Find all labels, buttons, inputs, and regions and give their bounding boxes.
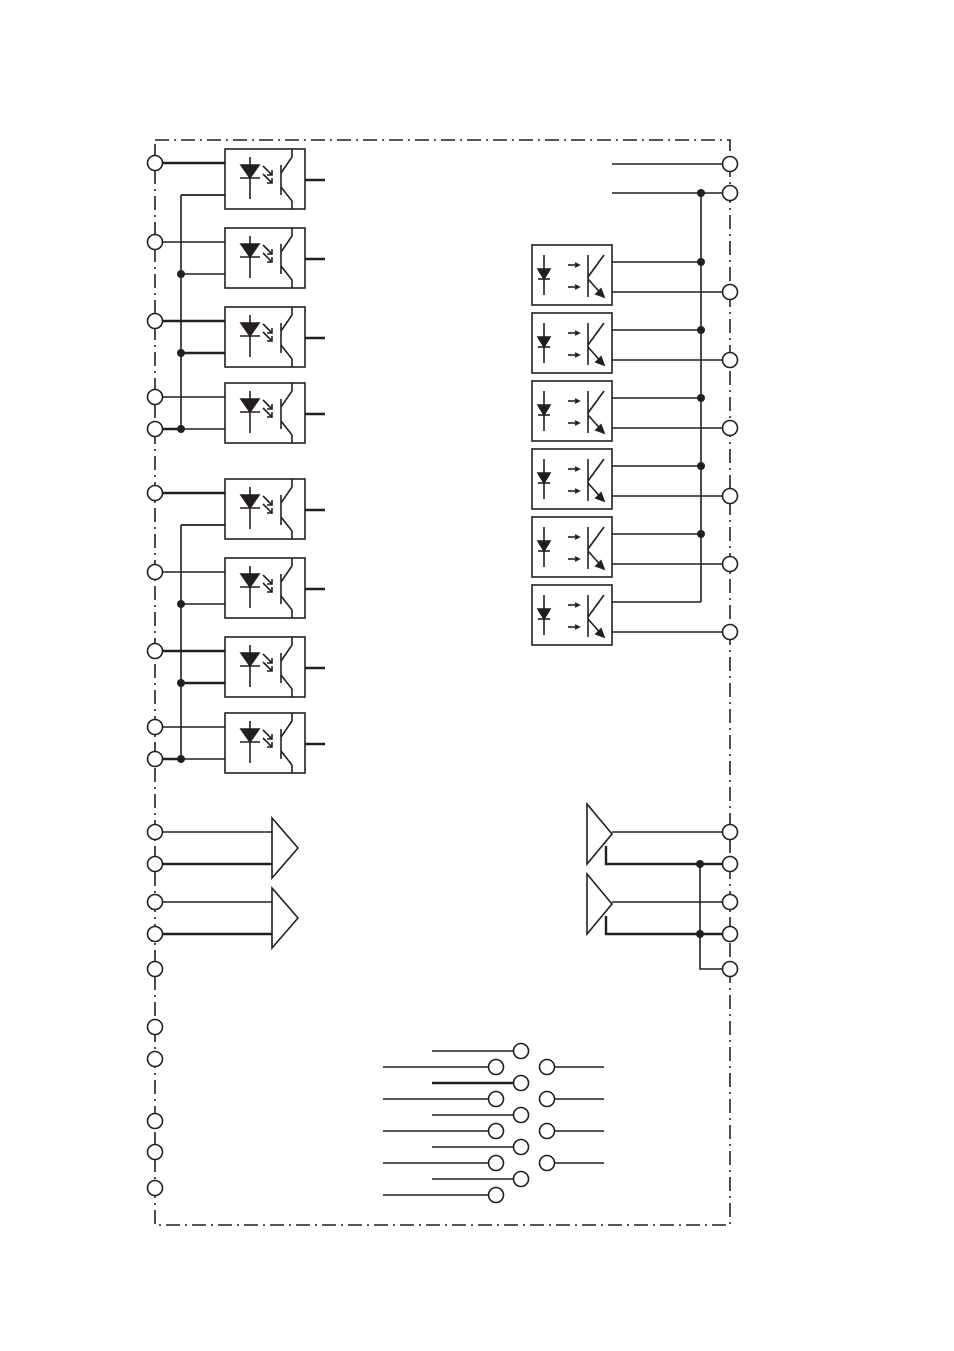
optocoupler-icon-0 — [225, 149, 325, 209]
optocoupler-body — [225, 479, 305, 539]
analog-inputs — [148, 818, 299, 948]
analog-common-bus — [700, 864, 730, 969]
terminal-icon — [148, 1145, 163, 1160]
analog-out-return — [606, 846, 730, 864]
terminal-icon — [723, 285, 738, 300]
optocoupler-icon-6 — [225, 637, 325, 697]
terminal-icon — [148, 486, 163, 501]
terminal-icon — [723, 557, 738, 572]
terminal-icon — [148, 235, 163, 250]
optocoupler-icon-3 — [225, 383, 325, 443]
optocoupler-body — [225, 149, 305, 209]
optocoupler-icon-4 — [225, 479, 325, 539]
terminal-icon — [489, 1156, 504, 1171]
terminal-icon — [148, 857, 163, 872]
amplifier-icon — [272, 888, 298, 948]
terminal-icon — [723, 353, 738, 368]
amplifier-icon — [587, 804, 612, 864]
optocoupler-body — [225, 307, 305, 367]
optocoupler-output-icon-2 — [532, 381, 612, 441]
connector-bank — [383, 1044, 604, 1203]
optocoupler-icon-7 — [225, 713, 325, 773]
optocoupler-body — [225, 228, 305, 288]
terminal-icon — [540, 1060, 555, 1075]
terminal-icon — [723, 895, 738, 910]
terminal-icon — [148, 156, 163, 171]
terminal-icon — [148, 1181, 163, 1196]
optocoupler-body — [225, 713, 305, 773]
optocoupler-output-icon-5 — [532, 585, 612, 645]
optocoupler-icon-5 — [225, 558, 325, 618]
optocoupler-output-icon-0 — [532, 245, 612, 305]
terminal-icon — [723, 927, 738, 942]
terminal-icon — [723, 489, 738, 504]
optocoupler-icon-2 — [225, 307, 325, 367]
amplifier-icon — [272, 818, 298, 878]
terminal-icon — [540, 1124, 555, 1139]
terminal-icon — [148, 1114, 163, 1129]
terminal-icon — [148, 752, 163, 767]
terminal-icon — [148, 962, 163, 977]
terminal-icon — [148, 422, 163, 437]
optocoupler-output-icon-4 — [532, 517, 612, 577]
optocoupler-body — [225, 637, 305, 697]
terminal-icon — [489, 1060, 504, 1075]
optocoupler-body — [225, 558, 305, 618]
amplifier-icon — [587, 874, 612, 934]
terminal-icon — [723, 962, 738, 977]
terminal-icon — [514, 1140, 529, 1155]
terminal-icon — [148, 895, 163, 910]
digital-inputs — [148, 149, 326, 773]
terminal-icon — [489, 1188, 504, 1203]
optocoupler-output-icon-1 — [532, 313, 612, 373]
terminal-icon — [148, 390, 163, 405]
terminal-icon — [540, 1092, 555, 1107]
terminal-icon — [148, 314, 163, 329]
terminal-icon — [514, 1172, 529, 1187]
terminal-icon — [514, 1044, 529, 1059]
terminal-icon — [148, 720, 163, 735]
terminal-icon — [148, 644, 163, 659]
terminal-icon — [148, 565, 163, 580]
optocoupler-icon-1 — [225, 228, 325, 288]
terminal-icon — [723, 186, 738, 201]
terminal-icon — [723, 421, 738, 436]
terminal-icon — [148, 1052, 163, 1067]
terminal-icon — [540, 1156, 555, 1171]
terminal-icon — [723, 857, 738, 872]
terminal-icon — [489, 1092, 504, 1107]
terminal-icon — [148, 1020, 163, 1035]
terminal-icon — [148, 825, 163, 840]
terminal-icon — [723, 157, 738, 172]
terminal-icon — [723, 825, 738, 840]
digital-outputs — [532, 157, 738, 646]
analog-outputs — [587, 804, 738, 977]
terminal-icon — [514, 1076, 529, 1091]
analog-out-return — [606, 916, 730, 934]
terminal-icon — [489, 1124, 504, 1139]
terminal-icon — [723, 625, 738, 640]
terminal-icon — [514, 1108, 529, 1123]
optocoupler-output-icon-3 — [532, 449, 612, 509]
optocoupler-body — [225, 383, 305, 443]
terminal-icon — [148, 927, 163, 942]
